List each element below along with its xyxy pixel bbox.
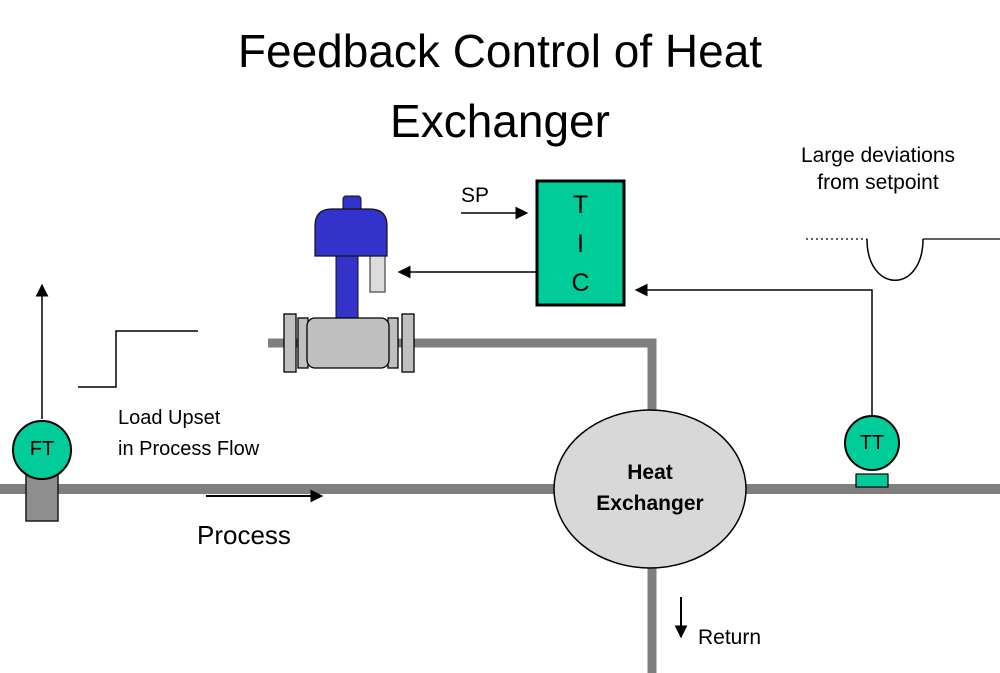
slide-title: Feedback Control of Heat Exchanger: [237, 25, 763, 147]
tt-transmitter-circle: [844, 415, 900, 471]
ft-label: FT: [29, 438, 55, 460]
process-label: Process: [197, 520, 291, 550]
tic-label: T I C: [571, 191, 590, 297]
valve-actuator: [314, 208, 388, 257]
load-upset-note: Load Upset in Process Flow: [118, 407, 260, 460]
return-label: Return: [698, 626, 762, 649]
heat-exchanger-label: Heat Exchanger: [596, 461, 704, 515]
heat-exchanger-vessel: [553, 409, 747, 569]
valve-body: [306, 317, 390, 369]
valve-stem: [335, 253, 359, 321]
deviation-dip-curve: [866, 238, 924, 281]
valve-flange-right-outer: [401, 313, 415, 373]
large-deviations-note: Large deviations from setpoint: [800, 144, 956, 194]
step-change-symbol: [78, 330, 198, 388]
sp-label: SP: [461, 184, 490, 207]
valve-flange-left-outer: [283, 313, 297, 373]
ft-transmitter-circle: [12, 420, 72, 480]
tt-label: TT: [859, 432, 885, 454]
tt-feedback-line: [634, 283, 873, 417]
tt-inline-sensor: [855, 473, 889, 488]
tic-controller-box: [535, 179, 626, 307]
